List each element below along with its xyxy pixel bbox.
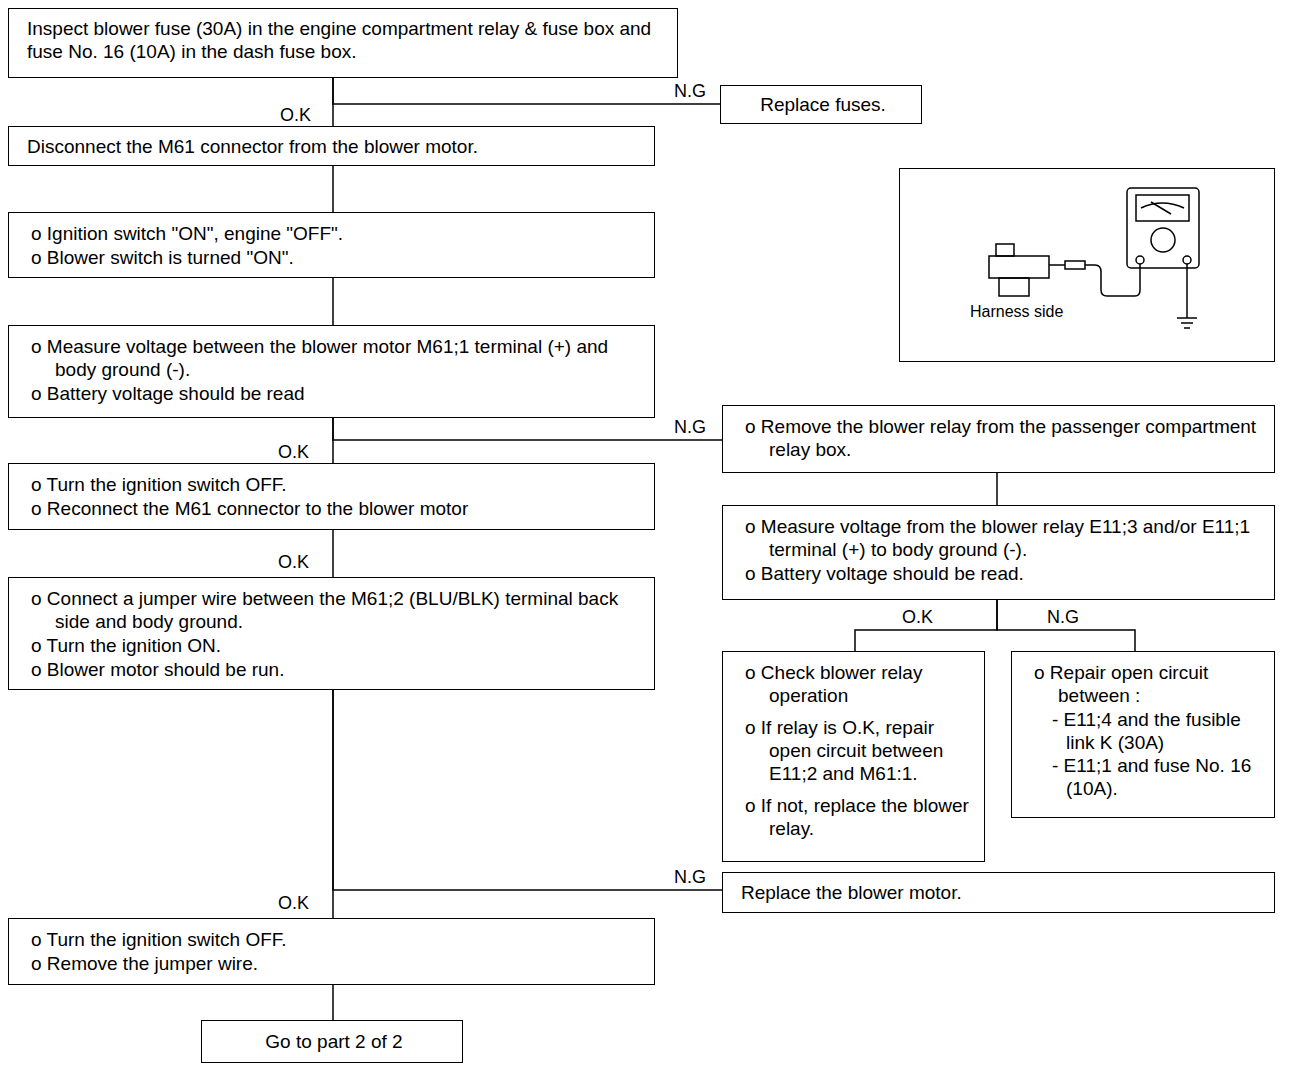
flow-connector	[332, 530, 334, 577]
flow-connector	[332, 166, 334, 212]
flow-connector	[332, 78, 334, 126]
step-text: o Turn the ignition switch OFF.	[31, 928, 640, 951]
process-box: o Remove the blower relay from the passe…	[722, 405, 1275, 473]
step-text: o Remove the jumper wire.	[31, 952, 640, 975]
step-text: o Repair open circuit between :	[1034, 661, 1260, 707]
process-box: o Turn the ignition switch OFF.o Reconne…	[8, 463, 655, 530]
ground-symbol	[1177, 264, 1197, 328]
step-text: o Blower switch is turned "ON".	[31, 246, 640, 269]
meter-illustration	[899, 168, 1275, 362]
process-box: o Turn the ignition switch OFF.o Remove …	[8, 918, 655, 985]
process-box: Go to part 2 of 2	[201, 1020, 463, 1063]
step-text: o Turn the ignition switch OFF.	[31, 473, 640, 496]
figure-label: Harness side	[970, 303, 1063, 321]
flow-connector	[996, 473, 998, 505]
process-box: Replace the blower motor.	[722, 872, 1275, 913]
flow-connector	[333, 78, 720, 104]
probe-wire	[1085, 264, 1140, 296]
branch-label: O.K	[276, 443, 311, 462]
flow-connector	[997, 600, 1135, 651]
branch-label: O.K	[276, 894, 311, 913]
step-text: Replace fuses.	[760, 93, 886, 116]
step-text: o Battery voltage should be read.	[745, 562, 1260, 585]
flow-connector	[332, 985, 334, 1020]
flow-connector	[333, 690, 722, 890]
step-text: o Connect a jumper wire between the M61;…	[31, 587, 640, 633]
step-text: o Ignition switch "ON", engine "OFF".	[31, 222, 640, 245]
process-box: o Measure voltage from the blower relay …	[722, 505, 1275, 600]
process-box: o Repair open circuit between :- E11;4 a…	[1011, 651, 1275, 818]
process-box: Inspect blower fuse (30A) in the engine …	[8, 8, 678, 78]
step-text: Go to part 2 of 2	[265, 1030, 402, 1053]
step-text: o Blower motor should be run.	[31, 658, 640, 681]
process-box: Disconnect the M61 connector from the bl…	[8, 126, 655, 166]
multimeter	[1127, 188, 1199, 268]
harness-connector	[989, 244, 1085, 296]
step-text: o Battery voltage should be read	[31, 382, 640, 405]
branch-label: O.K	[278, 106, 313, 125]
illustration-frame: Harness side	[899, 168, 1275, 362]
step-text: o Reconnect the M61 connector to the blo…	[31, 497, 640, 520]
branch-label: O.K	[276, 553, 311, 572]
process-box: o Ignition switch "ON", engine "OFF".o B…	[8, 212, 655, 278]
step-text: o Remove the blower relay from the passe…	[745, 415, 1260, 461]
step-text: - E11;4 and the fusible link K (30A)	[1034, 708, 1260, 754]
process-box: Replace fuses.	[720, 85, 922, 124]
branch-label: N.G	[672, 868, 708, 887]
process-box: o Measure voltage between the blower mot…	[8, 325, 655, 418]
flow-connector	[332, 278, 334, 325]
branch-label: O.K	[900, 608, 935, 627]
flow-connector	[333, 418, 722, 440]
branch-label: N.G	[672, 82, 708, 101]
process-box: o Connect a jumper wire between the M61;…	[8, 577, 655, 690]
branch-label: N.G	[672, 418, 708, 437]
flow-connector	[855, 600, 997, 651]
step-text: Disconnect the M61 connector from the bl…	[27, 135, 640, 158]
step-text: o If not, replace the blower relay.	[745, 794, 970, 840]
step-text: o Turn the ignition ON.	[31, 634, 640, 657]
step-text: Replace the blower motor.	[741, 881, 1260, 904]
step-text: o Check blower relay operation	[745, 661, 970, 707]
step-text: o Measure voltage between the blower mot…	[31, 335, 640, 381]
step-text: - E11;1 and fuse No. 16 (10A).	[1034, 754, 1260, 800]
step-text: o If relay is O.K, repair open circuit b…	[745, 716, 970, 785]
step-text: o Measure voltage from the blower relay …	[745, 515, 1260, 561]
process-box: o Check blower relay operation o If relay…	[722, 651, 985, 862]
step-text: Inspect blower fuse (30A) in the engine …	[27, 17, 663, 63]
branch-label: N.G	[1045, 608, 1081, 627]
